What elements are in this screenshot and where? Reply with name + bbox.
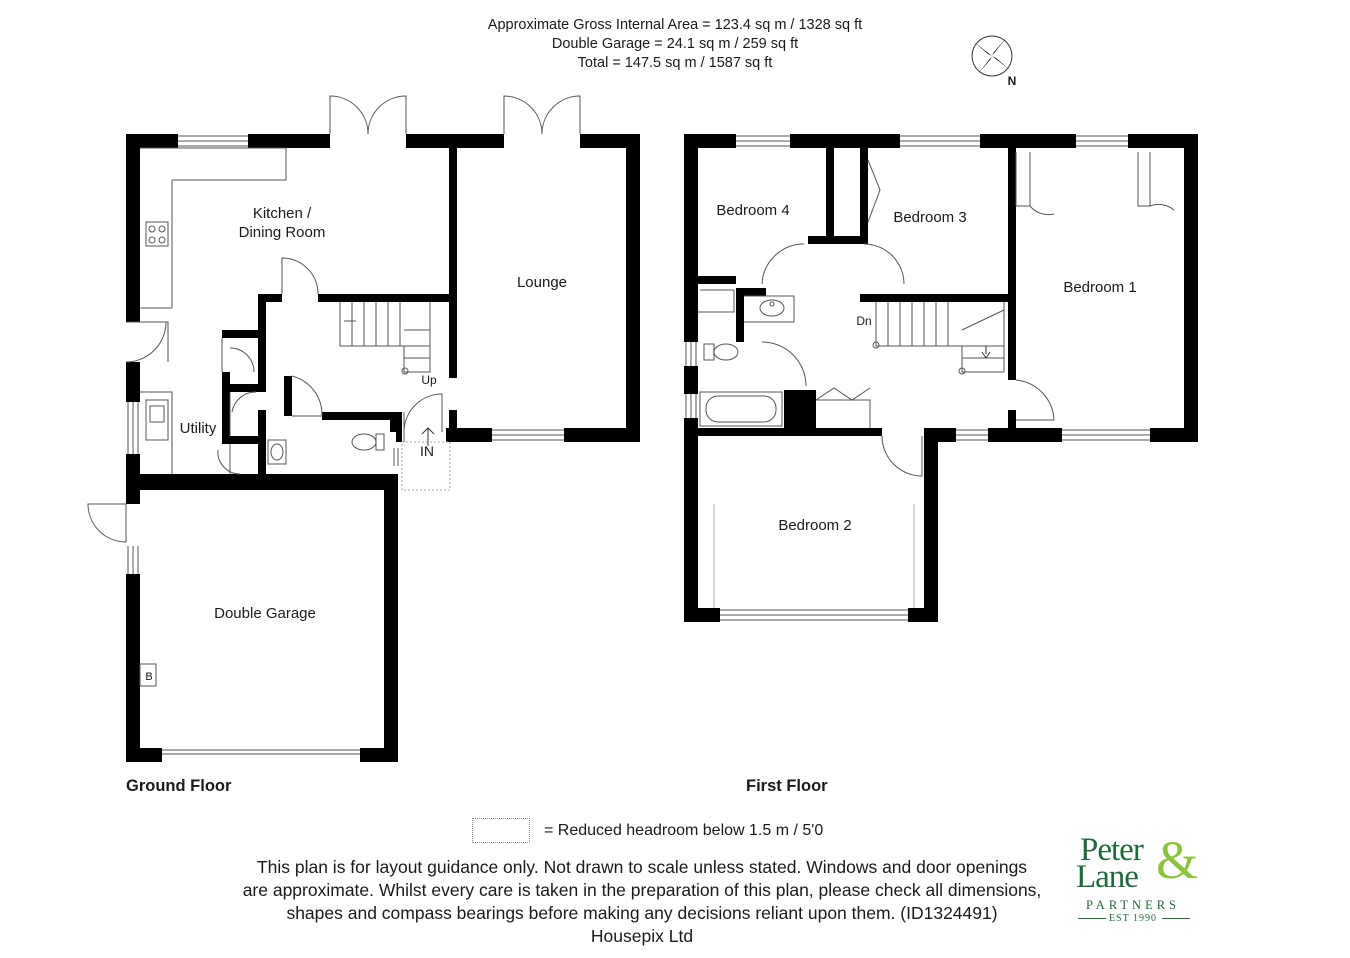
area-summary-line1: Approximate Gross Internal Area = 123.4 … bbox=[487, 17, 863, 33]
logo-rule-right bbox=[1162, 918, 1190, 919]
room-label-lounge: Lounge bbox=[517, 274, 567, 291]
stairs-down-label: Dn bbox=[856, 314, 871, 328]
room-label-garage: Double Garage bbox=[214, 605, 316, 622]
boiler-label: B bbox=[145, 671, 152, 683]
room-label-utility: Utility bbox=[180, 420, 217, 437]
logo-partners: PARTNERS bbox=[1085, 898, 1180, 912]
disclaimer-line3: shapes and compass bearings before makin… bbox=[286, 903, 998, 923]
first-floor-title: First Floor bbox=[746, 777, 828, 795]
compass-north-label: N bbox=[1008, 74, 1017, 88]
room-label-bedroom4: Bedroom 4 bbox=[716, 202, 789, 219]
logo-line1: Peter bbox=[1080, 832, 1144, 868]
disclaimer-line2: are approximate. Whilst every care is ta… bbox=[242, 880, 1042, 900]
room-label-kitchen-line2: Dining Room bbox=[239, 224, 326, 241]
agency-logo: Peter Lane & PARTNERS EST 1990 bbox=[1072, 830, 1199, 930]
disclaimer: This plan is for layout guidance only. N… bbox=[200, 856, 1084, 948]
first-floor-walls bbox=[684, 134, 1198, 622]
ground-floor-walls bbox=[126, 134, 640, 762]
disclaimer-line4: Housepix Ltd bbox=[590, 926, 694, 946]
disclaimer-line1: This plan is for layout guidance only. N… bbox=[256, 857, 1028, 877]
area-summary: Approximate Gross Internal Area = 123.4 … bbox=[0, 16, 1350, 73]
compass-icon bbox=[971, 35, 1013, 77]
legend-text: = Reduced headroom below 1.5 m / 5'0 bbox=[544, 821, 824, 839]
room-label-bedroom2: Bedroom 2 bbox=[778, 517, 851, 534]
room-label-bedroom1: Bedroom 1 bbox=[1063, 279, 1136, 296]
logo-ampersand: & bbox=[1156, 830, 1199, 890]
area-summary-line2: Double Garage = 24.1 sq m / 259 sq ft bbox=[551, 36, 799, 52]
entrance-label: IN bbox=[420, 443, 434, 459]
first-floor-fixtures bbox=[685, 135, 1175, 621]
area-summary-line3: Total = 147.5 sq m / 1587 sq ft bbox=[577, 55, 773, 71]
logo-rule-left bbox=[1078, 918, 1106, 919]
stairs-up-label: Up bbox=[421, 373, 437, 387]
logo-est: EST 1990 bbox=[1108, 913, 1158, 924]
ground-floor-title: Ground Floor bbox=[126, 777, 232, 795]
room-label-kitchen-line1: Kitchen / bbox=[253, 205, 312, 222]
room-label-bedroom3: Bedroom 3 bbox=[893, 209, 966, 226]
logo-line2: Lane bbox=[1076, 859, 1139, 895]
headroom-legend: = Reduced headroom below 1.5 m / 5'0 bbox=[472, 818, 823, 843]
legend-swatch bbox=[472, 818, 530, 843]
ground-floor-fixtures bbox=[87, 95, 581, 755]
